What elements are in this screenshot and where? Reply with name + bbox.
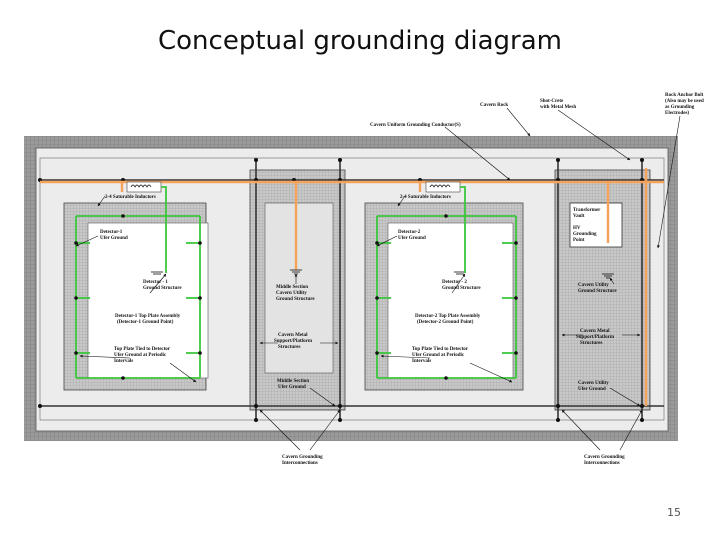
label-cavern-rock: Cavern Rock (480, 103, 508, 108)
ufer-ground-nodes (74, 214, 518, 380)
label-mid-support-3: Structures (278, 345, 300, 350)
slide-number: 15 (667, 506, 681, 519)
label-right-support: Cavern Metal (580, 329, 610, 334)
label-d1-ufer-2: Ufer Ground (100, 236, 128, 241)
label-mid-ufer: Middle Section (277, 379, 309, 384)
saturable-inductor-2 (425, 181, 461, 193)
label-mid-support: Cavern Metal (278, 333, 308, 338)
label-right-utility-2: Ground Structure (578, 289, 617, 294)
transformer-vault (569, 202, 623, 248)
label-transformer: Transformer (573, 208, 601, 213)
detector2-top-plate (387, 222, 514, 379)
label-right-support-3: Structures (580, 341, 602, 346)
label-right-ufer: Cavern Utility (578, 381, 609, 386)
label-shotcrete: Shot-Crete (540, 99, 564, 104)
label-d2-tied: Top Plate Tied to Detector (412, 347, 469, 352)
label-interconnect-left-2: Interconnections (282, 461, 318, 466)
label-hv: HV (573, 226, 581, 231)
label-d2-ground-2: Ground Structure (442, 286, 481, 291)
label-mid-support-2: Support/Platform (274, 339, 313, 344)
label-d1-tied-2: Ufer Ground at Periodic (114, 353, 167, 358)
label-d1-ground-2: Ground Structure (143, 286, 182, 291)
label-right-support-2: Support/Platform (576, 335, 615, 340)
label-d2-inductors: 2-4 Saturable Inductors (400, 195, 451, 200)
label-rock-anchor-2: (Also may be used (665, 99, 704, 104)
label-rock-anchor-4: Electrodes) (665, 111, 689, 116)
inner-wall-line (39, 157, 665, 421)
label-mid-ufer-2: Ufer Ground (278, 385, 306, 390)
label-interconnect-right: Cavern Grounding (584, 455, 625, 460)
label-mid-utility-3: Ground Structure (276, 297, 315, 302)
label-d1-inductors: 2-4 Saturable Inductors (105, 195, 156, 200)
label-d1-tied-3: Intervals (114, 359, 133, 364)
slide-title: Conceptual grounding diagram (157, 26, 562, 56)
label-d2-tied-2: Ufer Ground at Periodic (412, 353, 465, 358)
label-right-utility: Cavern Utility (578, 283, 609, 288)
label-mid-utility-2: Cavern Utility (276, 291, 307, 296)
label-mid-utility: Middle Section (276, 285, 308, 290)
label-d1-top-plate-2: (Detector-1 Ground Point) (117, 320, 174, 325)
label-rock-anchor: Rock Anchor Bolt (665, 93, 704, 98)
label-right-ufer-2: Ufer Ground (578, 387, 606, 392)
ground-symbols (151, 269, 614, 279)
label-rock-anchor-3: as Grounding (665, 105, 695, 110)
label-hv-2: Grounding (573, 232, 597, 237)
leader-arrows (75, 107, 681, 451)
frame-junctions (38, 158, 644, 422)
label-transformer-2: Vault (573, 214, 585, 219)
label-interconnect-left: Cavern Grounding (282, 455, 323, 460)
grounding-diagram: Cavern Rock Shot-Crete with Metal Mesh R… (24, 93, 704, 466)
label-d1-ufer: Detector-1 (100, 230, 123, 235)
label-d1-ground: Detector - 1 (143, 280, 168, 285)
label-interconnect-right-2: Interconnections (584, 461, 620, 466)
label-d2-ground: Detector - 2 (442, 280, 467, 285)
label-d2-ufer-2: Ufer Ground (398, 236, 426, 241)
label-d1-top-plate: Detector-1 Top Plate Assembly (115, 314, 181, 319)
middle-platform (264, 202, 334, 374)
label-uniform-conductor: Cavern Uniform Grounding Conductor(S) (370, 123, 461, 128)
label-shotcrete-mesh: with Metal Mesh (540, 105, 576, 110)
label-d2-ufer: Detector-2 (398, 230, 421, 235)
label-d2-tied-3: Intervals (412, 359, 431, 364)
saturable-inductor-1 (126, 181, 162, 193)
label-d2-top-plate: Detector-2 Top Plate Assembly (415, 314, 481, 319)
label-d2-top-plate-2: (Detector-2 Ground Point) (417, 320, 474, 325)
label-d1-tied: Top Plate Tied to Detector (114, 347, 171, 352)
label-hv-3: Point (573, 238, 585, 243)
